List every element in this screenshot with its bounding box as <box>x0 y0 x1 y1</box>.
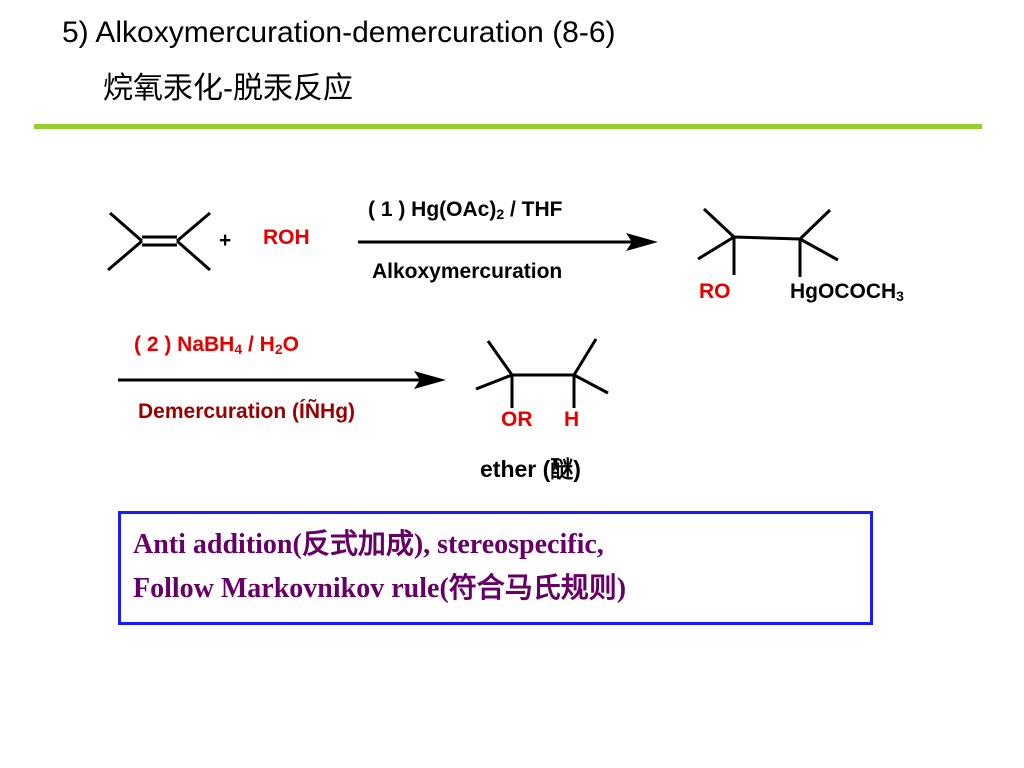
plus-sign: + <box>219 229 232 252</box>
slide-title: 5) Alkoxymercuration-demercuration (8-6) <box>62 16 616 49</box>
summary-line-2: Follow Markovnikov rule(符合马氏规则) <box>133 573 627 604</box>
product-or-label: OR <box>501 408 533 431</box>
step2-reagents-label: ( 2 ) NaBH4 / H2O <box>134 333 299 357</box>
reaction-arrow-step1 <box>358 233 658 251</box>
step1-name-label: Alkoxymercuration <box>372 260 563 283</box>
slide-subtitle: 烷氧汞化-脱汞反应 <box>103 72 353 105</box>
product-h-label: H <box>564 408 580 431</box>
product-name-label: ether (醚) <box>480 456 581 482</box>
title-divider <box>34 124 982 129</box>
summary-text: Anti addition(反式加成), stereospecific, Fol… <box>133 523 626 611</box>
ether-product-structure <box>475 338 609 408</box>
summary-line-1: Anti addition(反式加成), stereospecific, <box>133 529 604 560</box>
summary-box: Anti addition(反式加成), stereospecific, Fol… <box>118 511 873 625</box>
alkene-structure <box>107 211 211 272</box>
intermediate-ro-label: RO <box>699 280 731 303</box>
step2-name-label: Demercuration (ÍÑHg) <box>138 400 356 423</box>
intermediate-hg-group-label: HgOCOCH3 <box>790 280 904 304</box>
reaction-arrow-step2 <box>118 371 446 389</box>
alcohol-reagent-label: ROH <box>263 226 310 249</box>
step1-reagents-label: ( 1 ) Hg(OAc)2 / THF <box>368 198 563 222</box>
alkoxymercury-intermediate-structure <box>697 207 839 277</box>
